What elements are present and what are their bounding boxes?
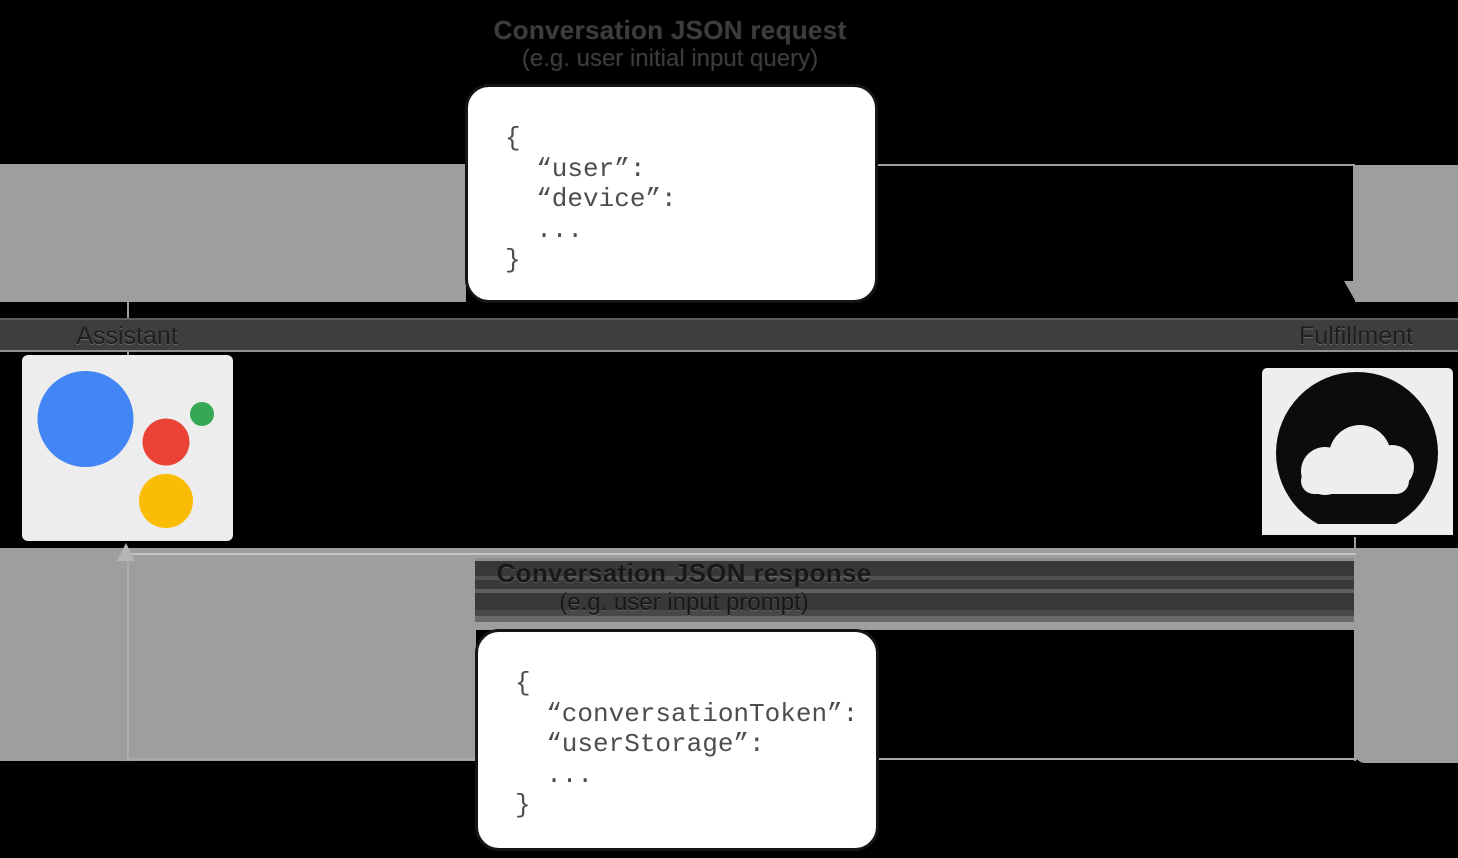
assistant-green-circle [190, 402, 214, 426]
gray-panel-bottom-right [1355, 548, 1458, 763]
request-arrow-right-vertical-line [1353, 164, 1355, 281]
gray-panel-top-right [1355, 165, 1458, 302]
assistant-red-circle [142, 418, 190, 466]
gray-panel-bottom-left [0, 548, 476, 761]
request-json-code: { “user”: “device”: ... } [505, 123, 677, 275]
request-json-box: { “user”: “device”: ... } [465, 84, 878, 303]
arrowhead-up-icon [117, 543, 135, 561]
google-assistant-icon [22, 355, 233, 541]
response-flow-subtitle: (e.g. user input prompt) [559, 589, 809, 616]
arrowhead-down-icon [1344, 281, 1368, 302]
fulfillment-node-label: Fulfillment [1299, 322, 1413, 350]
assistant-node-label: Assistant [76, 322, 178, 350]
gray-panel-top-left [0, 164, 466, 302]
request-flow-subtitle: (e.g. user initial input query) [521, 45, 819, 72]
dark-stripe-band [475, 558, 1355, 630]
response-json-box: { “conversationToken”: “userStorage”: ..… [475, 629, 879, 851]
cloud-icon-disc-flat-bottom [1262, 524, 1453, 535]
request-arrow-left-vertical-line [127, 164, 129, 355]
response-arrow-right-vertical-line [1354, 537, 1356, 761]
response-arrow-left-vertical-line [127, 556, 129, 761]
node-label-band [0, 318, 1458, 352]
request-flow-title: Conversation JSON request [493, 15, 847, 45]
response-flow-title: Conversation JSON response [496, 558, 872, 588]
assistant-yellow-circle [139, 474, 193, 528]
response-arrow-upper-horizontal-line [130, 553, 1356, 555]
assistant-blue-circle [37, 371, 134, 467]
cloud-glyph [1301, 425, 1414, 495]
google-cloud-fulfillment-icon [1262, 368, 1453, 535]
response-json-code: { “conversationToken”: “userStorage”: ..… [515, 668, 859, 820]
